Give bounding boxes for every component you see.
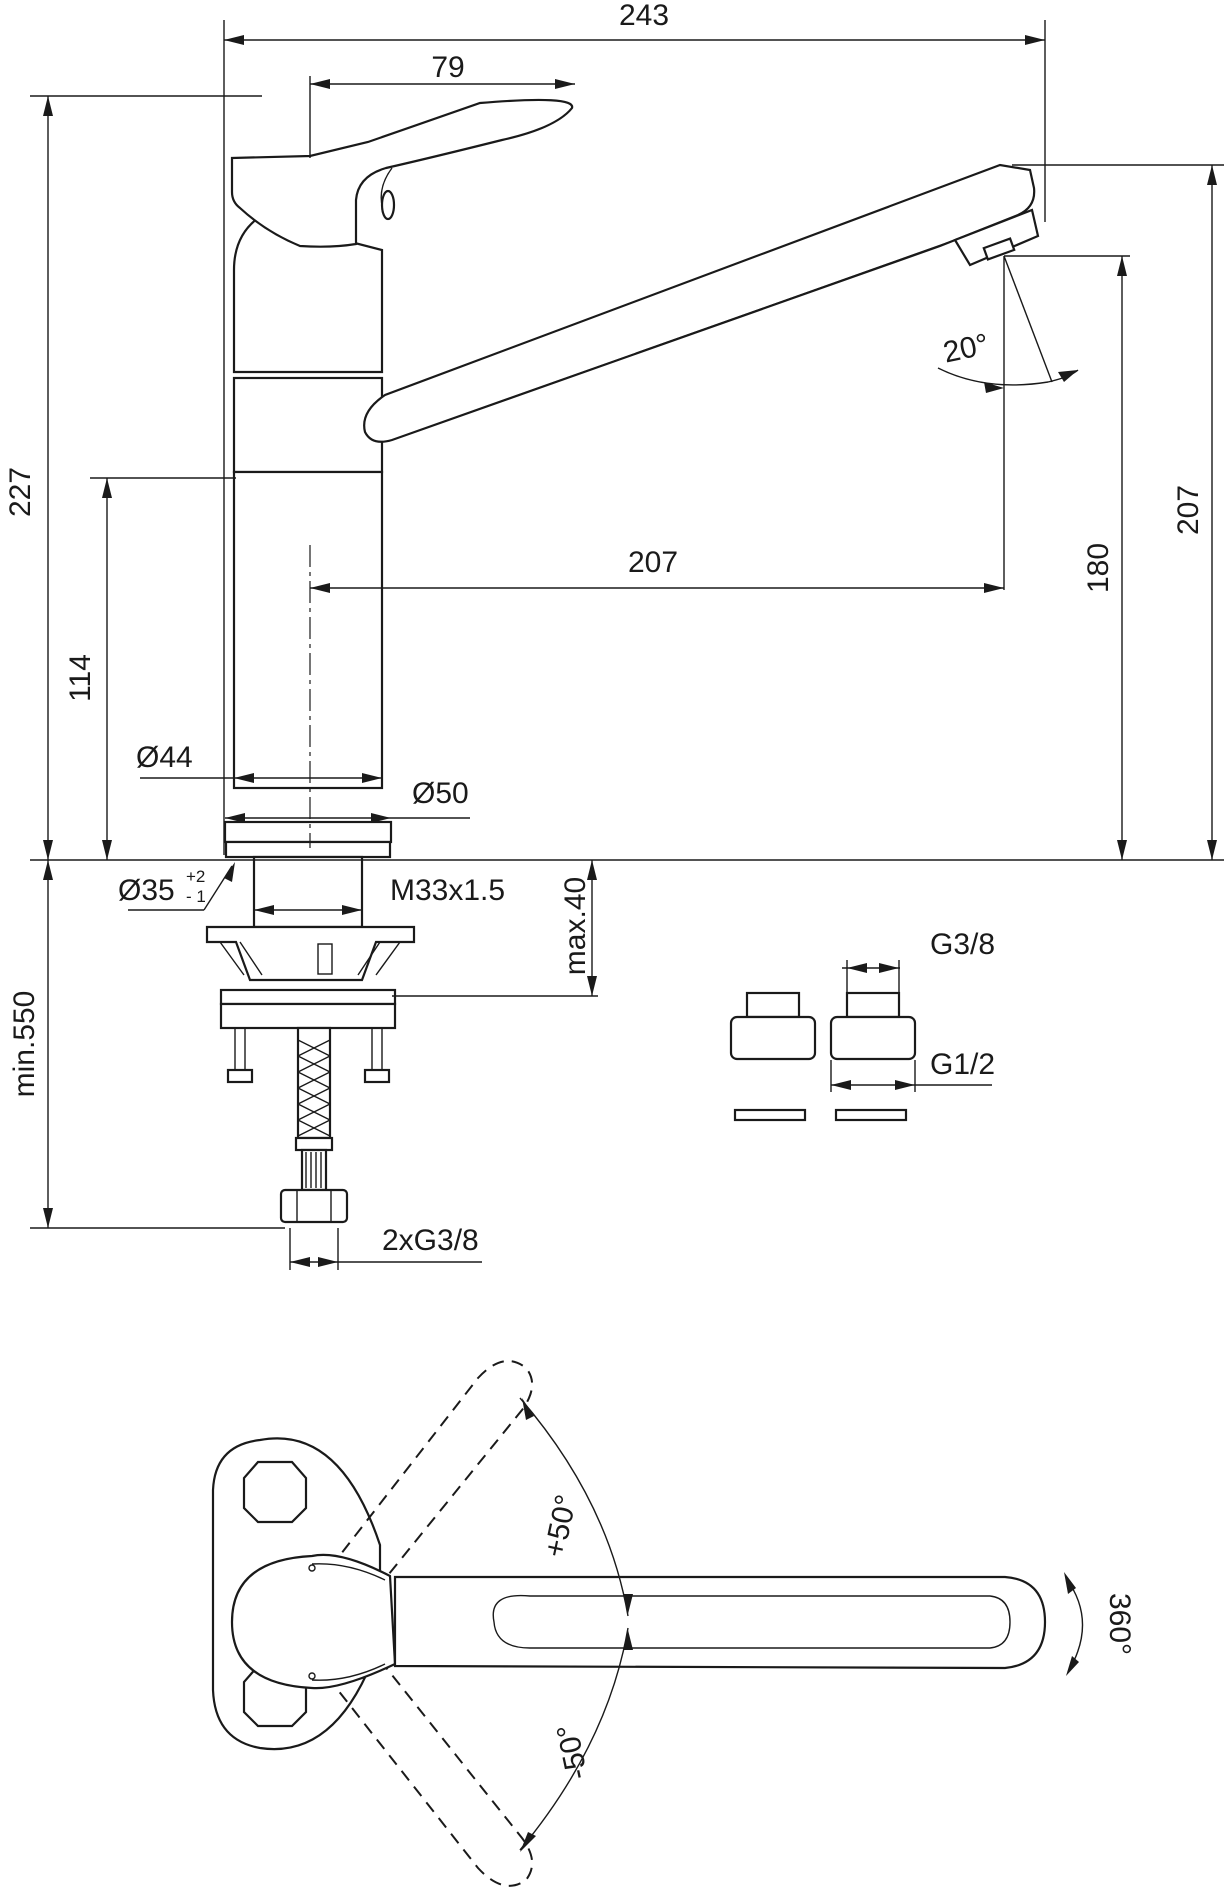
dim-adapter-out: G1/2 xyxy=(930,1048,995,1081)
dim-dia-44: Ø44 xyxy=(136,741,193,774)
aerator xyxy=(953,208,1040,267)
faucet-side-view xyxy=(205,98,1040,1224)
dim-deck-thickness: max.40 xyxy=(559,877,592,975)
dim-207-height: 207 xyxy=(1172,485,1205,535)
threaded-shank xyxy=(252,855,364,929)
dim-243: 243 xyxy=(619,0,669,32)
dim-dia-50: Ø50 xyxy=(412,777,469,810)
dimension-lines xyxy=(30,20,1224,1270)
dim-20-deg: 20° xyxy=(940,328,991,370)
dim-hose-connector: 2xG3/8 xyxy=(382,1224,479,1257)
swing-position-negative xyxy=(329,1659,533,1887)
swing-neg-label: -50° xyxy=(551,1721,595,1782)
hose-nut xyxy=(279,1188,349,1224)
dim-hose-length: min.550 xyxy=(8,991,41,1098)
faucet-body-middle xyxy=(232,376,384,474)
dim-thread: M33x1.5 xyxy=(390,874,505,907)
dimension-labels: 243 79 227 114 207 207 180 20° Ø44 Ø50 Ø… xyxy=(4,0,1205,1782)
mounting-bracket xyxy=(205,925,416,982)
thread-adapters xyxy=(729,991,917,1122)
faucet-body-lower xyxy=(232,470,384,790)
dim-79: 79 xyxy=(431,51,464,84)
clamp-plate xyxy=(219,988,397,1006)
faucet-base-ring xyxy=(224,840,392,859)
lever-handle xyxy=(230,98,574,248)
rotation-label: 360° xyxy=(1103,1593,1136,1655)
swing-pos-label: +50° xyxy=(538,1492,583,1560)
faucet-top-view xyxy=(211,1359,1084,1887)
dim-dia-35-tol-minus: - 1 xyxy=(186,887,206,906)
dim-adapter-in: G3/8 xyxy=(930,928,995,961)
dim-dia-35: Ø35 xyxy=(118,874,175,907)
spout xyxy=(363,163,1036,443)
braided-hose xyxy=(296,1026,332,1140)
top-spout xyxy=(393,1575,1047,1670)
faucet-base-flange xyxy=(223,820,393,844)
dim-180: 180 xyxy=(1082,543,1115,593)
dim-207-reach: 207 xyxy=(628,546,678,579)
dim-dia-35-tol-plus: +2 xyxy=(186,867,205,886)
swing-position-positive xyxy=(329,1359,533,1586)
top-handle xyxy=(230,1553,397,1690)
dim-227: 227 xyxy=(4,467,37,517)
dim-114: 114 xyxy=(64,654,97,702)
